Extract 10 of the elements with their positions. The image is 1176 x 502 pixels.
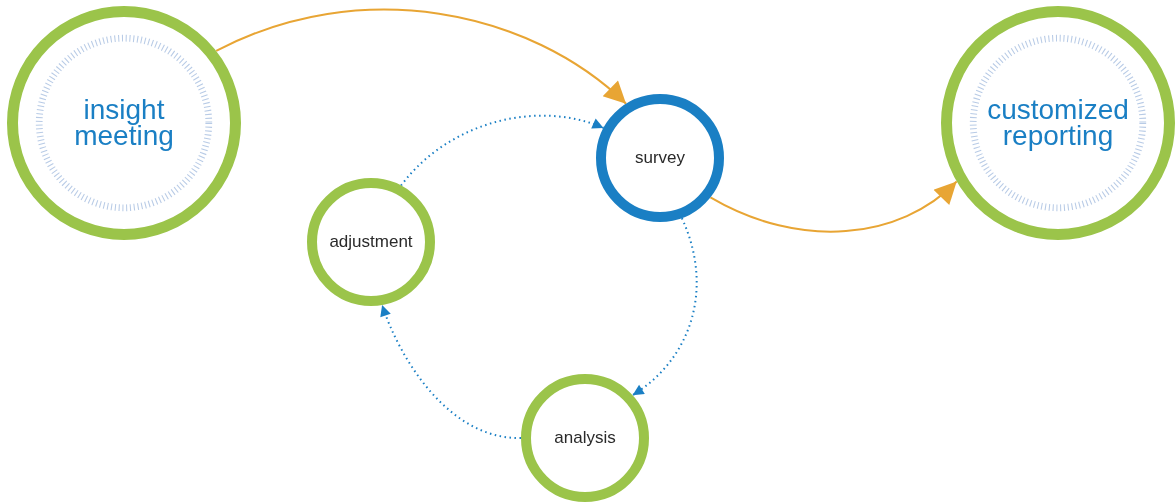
arrow	[380, 304, 522, 439]
arrow	[400, 114, 605, 187]
arrow	[215, 9, 628, 105]
node-label: survey	[634, 148, 686, 168]
node-label: adjustment	[329, 232, 413, 252]
node-label: customized reporting	[986, 97, 1130, 149]
arrow	[631, 217, 698, 397]
node-label: insight meeting	[73, 97, 175, 149]
arrow	[709, 180, 958, 233]
node-label: analysis	[554, 428, 616, 448]
